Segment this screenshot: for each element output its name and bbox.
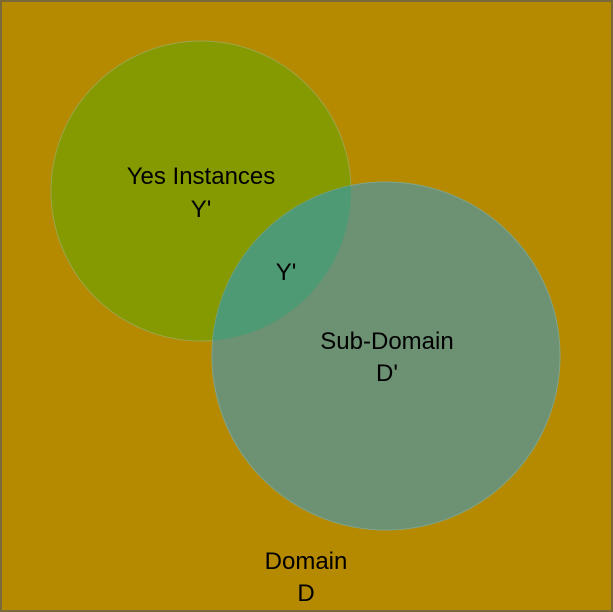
domain-title: Domain <box>265 548 348 575</box>
yes-instances-title: Yes Instances <box>127 163 276 190</box>
overlap-symbol: Y' <box>276 259 297 286</box>
domain-symbol: D <box>297 580 314 607</box>
overlap-region <box>212 182 351 341</box>
sub-domain-title: Sub-Domain <box>320 328 453 355</box>
sub-domain-symbol: D' <box>376 360 398 387</box>
yes-instances-symbol: Y' <box>191 196 212 223</box>
